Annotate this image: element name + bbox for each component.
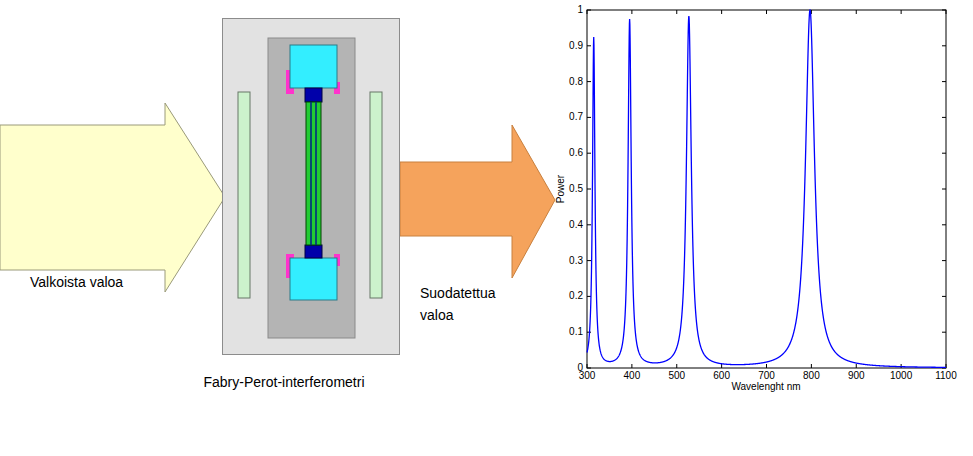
y-tick-label: 0.7 <box>569 111 583 123</box>
mirror-surface <box>315 102 317 245</box>
housing-fill <box>222 18 400 355</box>
y-tick-label: 0.8 <box>569 76 583 88</box>
axis-tick <box>942 81 946 82</box>
y-tick-label: 0.3 <box>569 255 583 267</box>
axis-tick <box>631 10 632 14</box>
axis-tick <box>942 332 946 333</box>
axis-tick <box>587 364 588 368</box>
x-tick-label: 300 <box>579 370 596 382</box>
y-tick-label: 1 <box>577 4 583 16</box>
axis-tick <box>587 10 588 14</box>
x-axis-label: Wavelenght nm <box>731 381 800 393</box>
x-tick-label: 700 <box>758 370 775 382</box>
interferometer-housing: Fabry-Perot-interferometri <box>222 18 400 355</box>
transmission-chart <box>587 10 946 368</box>
axis-tick <box>676 364 677 368</box>
mirror-surface <box>310 102 312 245</box>
x-tick-label: 1100 <box>935 370 957 382</box>
input-light-label: Valkoista valoa <box>30 274 123 291</box>
y-tick-label: 0.2 <box>569 290 583 302</box>
axis-tick <box>942 117 946 118</box>
mirror-plates <box>306 102 321 245</box>
axis-tick <box>587 224 591 225</box>
plot-frame <box>587 10 946 368</box>
axis-tick <box>942 153 946 154</box>
spacer-block <box>305 88 322 102</box>
axis-tick <box>587 117 591 118</box>
axis-tick <box>856 364 857 368</box>
output-light-label: Suodatettua valoa <box>420 282 508 327</box>
axis-tick <box>587 81 591 82</box>
axis-tick <box>946 10 947 14</box>
x-tick-label: 1000 <box>890 370 912 382</box>
axis-tick <box>942 224 946 225</box>
x-tick-label: 900 <box>848 370 865 382</box>
cyan-holder <box>290 45 337 88</box>
white-light-arrow <box>0 103 225 292</box>
axis-tick <box>766 364 767 368</box>
axis-tick <box>631 364 632 368</box>
cyan-holder <box>290 258 337 300</box>
axis-tick <box>676 10 677 14</box>
spacer-block <box>305 245 322 258</box>
x-tick-label: 600 <box>713 370 730 382</box>
axis-tick <box>766 10 767 14</box>
y-tick-label: 0.4 <box>569 219 583 231</box>
axis-tick <box>901 364 902 368</box>
filtered-light-arrow <box>400 125 555 278</box>
axis-tick <box>942 189 946 190</box>
y-tick-label: 0.5 <box>569 183 583 195</box>
axis-tick <box>721 10 722 14</box>
axis-tick <box>811 364 812 368</box>
axis-tick <box>587 153 591 154</box>
transmission-curve <box>587 10 946 367</box>
x-tick-label: 500 <box>668 370 685 382</box>
axis-tick <box>942 296 946 297</box>
axis-tick <box>587 45 591 46</box>
axis-tick <box>942 10 946 11</box>
y-tick-label: 0.1 <box>569 326 583 338</box>
window-plate <box>370 92 382 298</box>
axis-tick <box>942 45 946 46</box>
axis-tick <box>587 10 591 11</box>
axis-tick <box>587 260 591 261</box>
axis-tick <box>587 368 591 369</box>
device-caption: Fabry-Perot-interferometri <box>203 374 364 391</box>
axis-tick <box>587 189 591 190</box>
axis-tick <box>856 10 857 14</box>
window-plate <box>238 92 250 298</box>
y-axis-label: Power <box>555 175 567 203</box>
x-tick-label: 400 <box>624 370 641 382</box>
y-tick-label: 0.9 <box>569 40 583 52</box>
y-tick-label: 0.6 <box>569 147 583 159</box>
axis-tick <box>721 364 722 368</box>
inner-frame <box>268 38 355 338</box>
axis-tick <box>901 10 902 14</box>
x-tick-label: 800 <box>803 370 820 382</box>
axis-tick <box>942 260 946 261</box>
